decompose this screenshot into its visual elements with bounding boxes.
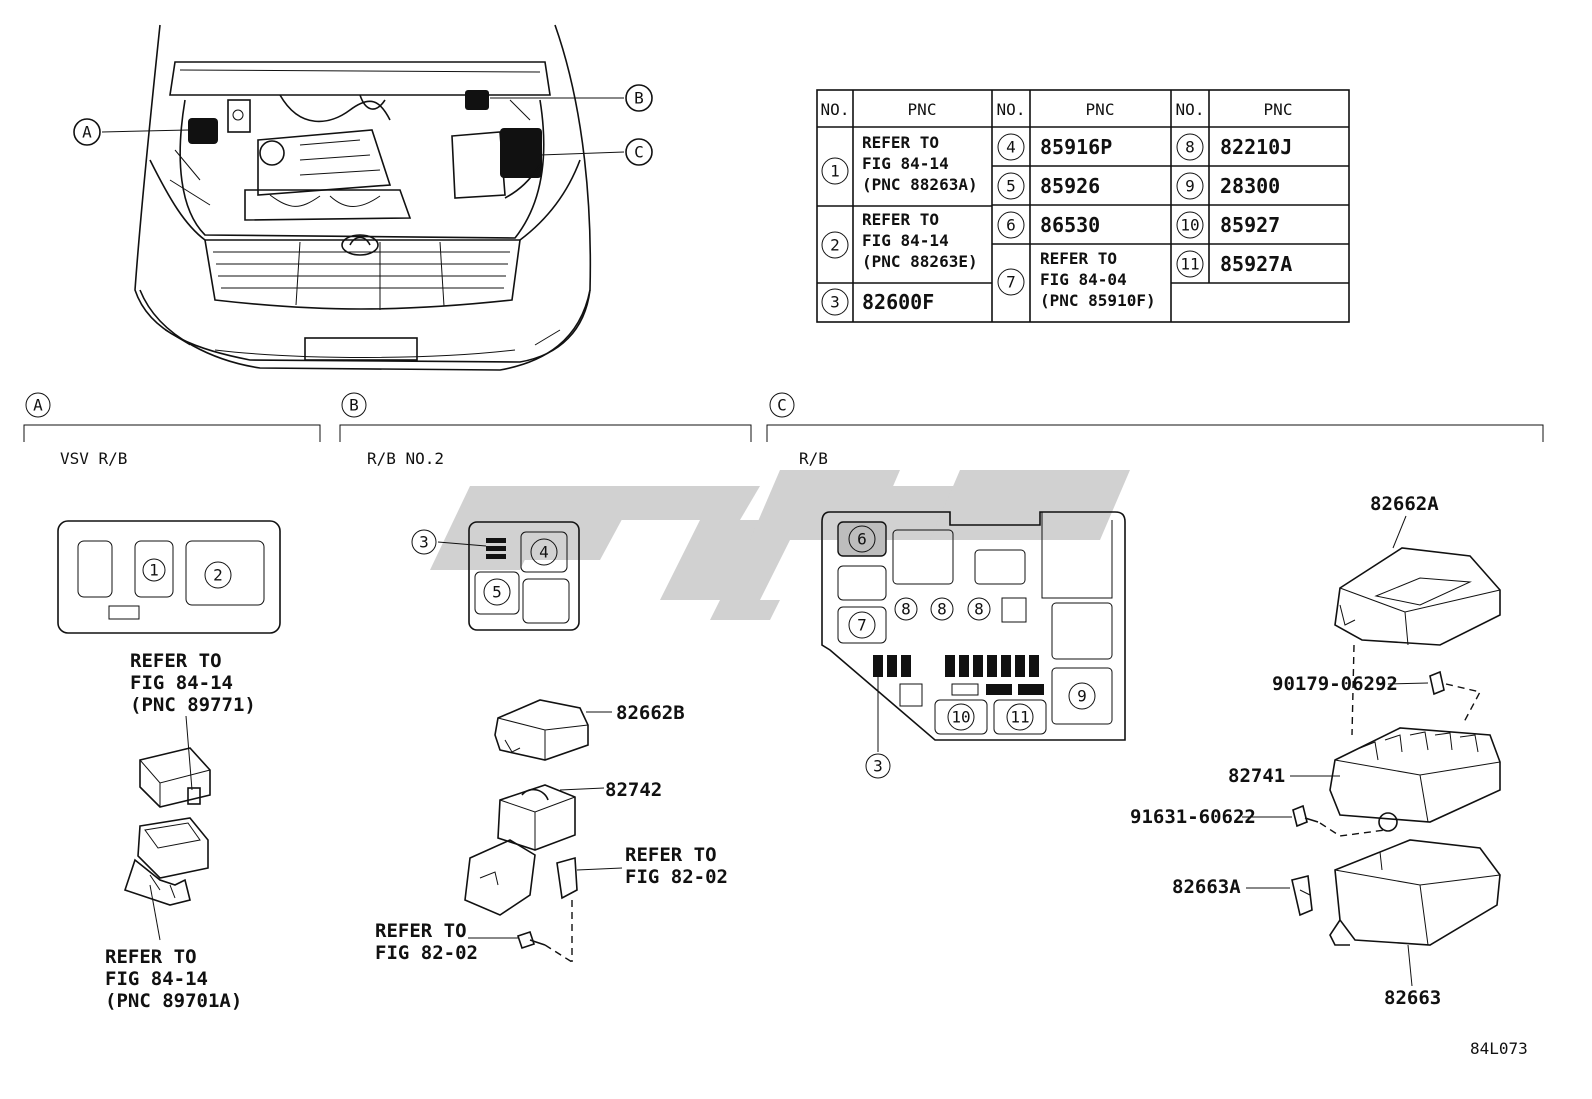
locator-a-label: A <box>82 123 92 142</box>
callout-refer: REFER TO <box>625 844 717 866</box>
table-cell-pnc: 85916P <box>1040 135 1112 159</box>
table-cell-pnc: 85927A <box>1220 252 1292 276</box>
callout-refer: REFER TO <box>375 920 467 942</box>
section-b-relay-block-no2: 4 5 3 82662B 82742 REFER TO FIG 82-02 R <box>375 521 728 964</box>
callout-part: 82741 <box>1228 765 1285 787</box>
callout-part: 82663 <box>1384 987 1441 1009</box>
table-cell-pnc: 85926 <box>1040 174 1100 198</box>
table-header-pnc-3: PNC <box>1264 100 1293 119</box>
circle-number: 10 <box>951 708 970 727</box>
table-header-pnc-1: PNC <box>908 100 937 119</box>
table-cell-pnc: FIG 84-14 <box>862 231 949 250</box>
table-row-no: 1 <box>830 162 840 181</box>
callout-part: 82663A <box>1172 876 1241 898</box>
table-row-no: 7 <box>1006 273 1016 292</box>
circle-number: 9 <box>1077 687 1087 706</box>
callout-part: 82662B <box>616 702 685 724</box>
callout-refer: REFER TO <box>130 650 222 672</box>
circle-number: 4 <box>539 543 549 562</box>
section-c-exploded-view: 82662A 90179-06292 82741 91631-60622 826… <box>1130 493 1501 1009</box>
section-headers: A VSV R/B B R/B NO.2 C R/B <box>23 392 1544 468</box>
locator-callouts: A B C <box>73 84 653 166</box>
table-cell-pnc: (PNC 85910F) <box>1040 291 1156 310</box>
section-b-title: R/B NO.2 <box>367 449 444 468</box>
callout-part: 91631-60622 <box>1130 806 1256 828</box>
callout-refer: REFER TO <box>105 946 197 968</box>
circle-number: 2 <box>213 566 223 585</box>
section-c-title: R/B <box>799 449 828 468</box>
table-cell-pnc: (PNC 88263A) <box>862 175 978 194</box>
section-a-key: A <box>33 396 43 415</box>
table-cell-pnc: REFER TO <box>862 210 939 229</box>
locator-c-label: C <box>634 143 644 162</box>
callout-part: 90179-06292 <box>1272 673 1398 695</box>
table-cell-pnc: (PNC 88263E) <box>862 252 978 271</box>
table-cell-pnc: 82600F <box>862 290 934 314</box>
table-cell-pnc: 28300 <box>1220 174 1280 198</box>
circle-number: 8 <box>974 600 984 619</box>
callout-refer: (PNC 89771) <box>130 694 256 716</box>
callout-refer: FIG 84-14 <box>105 968 208 990</box>
pnc-table: NO. PNC NO. PNC NO. PNC 1 REFER TO FIG 8… <box>816 89 1350 323</box>
table-cell-pnc: 86530 <box>1040 213 1100 237</box>
section-c-relay-block: 6 7 8 8 8 9 10 <box>821 511 1126 779</box>
callout-part: 82662A <box>1370 493 1439 515</box>
table-cell-pnc: REFER TO <box>1040 249 1117 268</box>
circle-number: 3 <box>419 533 429 552</box>
table-row-no: 10 <box>1180 216 1199 235</box>
table-header-pnc-2: PNC <box>1086 100 1115 119</box>
watermark-logo <box>430 470 1130 620</box>
table-row-no: 11 <box>1180 255 1199 274</box>
table-row-no: 5 <box>1006 177 1016 196</box>
table-row-no: 8 <box>1185 138 1195 157</box>
circle-number: 11 <box>1010 708 1029 727</box>
circle-number: 1 <box>149 561 159 580</box>
table-row-no: 4 <box>1006 138 1016 157</box>
table-header-no-2: NO. <box>997 100 1026 119</box>
circle-number: 6 <box>857 530 867 549</box>
table-cell-pnc: 85927 <box>1220 213 1280 237</box>
circle-number: 7 <box>857 616 867 635</box>
table-row-no: 9 <box>1185 177 1195 196</box>
table-header-no-1: NO. <box>821 100 850 119</box>
circle-number: 8 <box>901 600 911 619</box>
section-b-key: B <box>349 396 359 415</box>
table-row-no: 3 <box>830 293 840 312</box>
callout-refer: FIG 84-14 <box>130 672 233 694</box>
table-cell-pnc: FIG 84-04 <box>1040 270 1127 289</box>
vehicle-engine-bay-illustration <box>134 24 592 371</box>
callout-refer: FIG 82-02 <box>375 942 478 964</box>
table-cell-pnc: 82210J <box>1220 135 1292 159</box>
table-header-no-3: NO. <box>1176 100 1205 119</box>
table-row-no: 6 <box>1006 216 1016 235</box>
circle-number: 5 <box>492 583 502 602</box>
section-c-key: C <box>777 396 787 415</box>
circle-number: 8 <box>937 600 947 619</box>
callout-part: 82742 <box>605 779 662 801</box>
circle-number: 3 <box>873 757 883 776</box>
section-a-title: VSV R/B <box>60 449 127 468</box>
table-cell-pnc: REFER TO <box>862 133 939 152</box>
callout-refer: (PNC 89701A) <box>105 990 242 1012</box>
table-row-no: 2 <box>830 236 840 255</box>
callout-refer: FIG 82-02 <box>625 866 728 888</box>
table-cell-pnc: FIG 84-14 <box>862 154 949 173</box>
figure-code: 84L073 <box>1470 1039 1528 1058</box>
section-a-vsv-relay-block: 1 2 REFER TO FIG 84-14 (PNC 89771) REFER… <box>57 520 281 1012</box>
locator-b-label: B <box>634 89 644 108</box>
